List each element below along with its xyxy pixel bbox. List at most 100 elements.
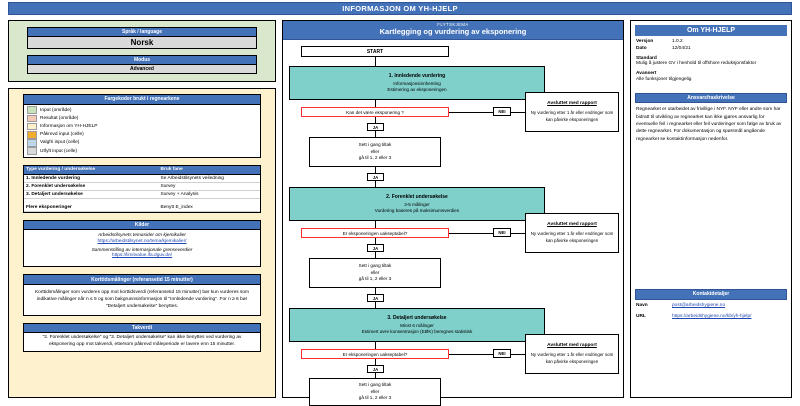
flow-start-node: START bbox=[301, 46, 449, 57]
mode-label: Modus bbox=[27, 55, 257, 65]
flow-stage-3: 3. Detaljert undersøkelse Minst 6 måling… bbox=[289, 308, 545, 342]
contact-name-label: Navn bbox=[636, 302, 648, 308]
legend-item: Resultat (område) bbox=[26, 114, 258, 123]
report-body: Ny vurdering etter 1 år eller endringer … bbox=[530, 109, 614, 122]
stage-line: Informasjonsinnhenting bbox=[393, 80, 441, 86]
ceiling-block: Takverdi "2. Forenklet undersøkelse" og … bbox=[23, 322, 261, 353]
source-text: Sammenstilling av internasjonale grensev… bbox=[91, 247, 193, 253]
cell-use: Benytt E_index bbox=[158, 203, 260, 212]
column-header-type: Type vurdering / undersøkelse bbox=[24, 166, 159, 175]
action-line: Sett i gang tiltak bbox=[358, 262, 392, 268]
cell-use: Survey bbox=[158, 182, 260, 191]
legend-list: Input (område) Resultat (område) Informa… bbox=[24, 105, 260, 158]
spacer bbox=[631, 85, 791, 93]
column-header-use: Bruk fane bbox=[158, 166, 260, 175]
language-field[interactable]: Språk / language Norsk bbox=[27, 27, 257, 49]
flow-action-3: Sett i gang tiltak eller gå til 1, 2 ell… bbox=[309, 378, 441, 406]
action-line: gå til 1, 2 eller 3 bbox=[358, 395, 392, 401]
flow-stage-2: 2. Forenklet undersøkelse 3-5 målinger V… bbox=[289, 187, 545, 221]
legend-swatch bbox=[27, 130, 37, 139]
report-body: Ny vurdering etter 1 år eller endringer … bbox=[530, 230, 614, 243]
connector-line bbox=[375, 221, 376, 228]
connector-line bbox=[375, 181, 376, 187]
connector-line bbox=[511, 112, 525, 113]
connector-line bbox=[511, 354, 525, 355]
flow-action-1: Sett i gang tiltak eller gå til 1, 2 ell… bbox=[309, 137, 441, 167]
stage-title: 2. Forenklet undersøkelse bbox=[386, 194, 448, 201]
assessment-type-table: Type vurdering / undersøkelse Bruk fane … bbox=[23, 165, 261, 213]
flowchart-panel: FLYTSKJEMA Kartlegging og vurdering av e… bbox=[282, 20, 624, 406]
connector-line bbox=[449, 354, 493, 355]
legend-item: Valgfri input (celle) bbox=[26, 139, 258, 147]
action-line: eller bbox=[370, 388, 380, 394]
contact-name-row: Navn post@arbeidshygiene.no bbox=[636, 303, 786, 308]
legend-swatch bbox=[27, 122, 37, 131]
page-title: INFORMASJON OM YH-HJELP bbox=[342, 4, 458, 13]
stage-title: 3. Detaljert undersøkelse bbox=[387, 315, 447, 322]
table-header-row: Type vurdering / undersøkelse Bruk fane bbox=[24, 166, 260, 175]
legend-item: Utfylt input (celle) bbox=[26, 147, 258, 155]
flow-decision-3: Er eksponeringen uakseptabel? bbox=[301, 349, 449, 359]
cell-use: Survey + Analysis bbox=[158, 190, 260, 200]
contact-body: Navn post@arbeidshygiene.no URL https://… bbox=[631, 300, 791, 324]
connector-line bbox=[375, 57, 376, 66]
about-body: Versjon 1.0.2 Dato 12/04/21 Standard Mul… bbox=[631, 36, 791, 85]
action-line: Sett i gang tiltak bbox=[358, 381, 392, 387]
flow-decision-2: Er eksponeringen uakseptabel? bbox=[301, 228, 449, 238]
sources-list: Arbeidstilsynets temasider om kjemikalie… bbox=[24, 230, 260, 266]
date-value: 12/04/21 bbox=[672, 45, 691, 51]
language-value[interactable]: Norsk bbox=[27, 37, 257, 49]
legend-block: Fargekoder brukt i regnearkene Input (om… bbox=[23, 94, 261, 159]
connector-line bbox=[511, 233, 525, 234]
disclaimer-title: Ansvarsfraskrivelse bbox=[635, 92, 787, 104]
date-row: Dato 12/04/21 bbox=[636, 46, 786, 51]
mode-field[interactable]: Modus Advanced bbox=[27, 55, 257, 74]
connector-line bbox=[449, 112, 493, 113]
table-row: 3. Detaljert undersøkelse Survey + Analy… bbox=[24, 190, 260, 200]
shortterm-block: Korttidsmålinger (referansetid 15 minutt… bbox=[23, 274, 261, 316]
flow-decision-1: Kan det være eksponering ? bbox=[301, 107, 449, 117]
action-line: gå til 1, 2 eller 3 bbox=[358, 276, 392, 282]
connector-line bbox=[375, 288, 376, 294]
table-footer-row: Flere eksponeringer Benytt E_index bbox=[24, 203, 260, 212]
about-title: Om YH-HJELP bbox=[635, 25, 787, 36]
stage-line: Estimering av eksponeringen bbox=[387, 86, 447, 92]
flow-yes-label-4: JA bbox=[367, 294, 384, 302]
stage-line: 3-5 målinger bbox=[404, 201, 430, 207]
disclaimer-body: Regnearket er utarbeidet av frivillige i… bbox=[636, 107, 782, 142]
shortterm-title: Korttidsmålinger (referansetid 15 minutt… bbox=[24, 275, 260, 286]
connector-line bbox=[375, 359, 376, 365]
contact-url-link[interactable]: https://arbeidshygiene.no/kb/yh-hjelp/ bbox=[672, 314, 752, 320]
cell-type: 2. Forenklet undersøkelse bbox=[24, 182, 159, 191]
source-text: Arbeidstilsynets temasider om kjemikalie… bbox=[98, 233, 186, 239]
legend-label: Resultat (område) bbox=[40, 115, 79, 121]
contact-email-link[interactable]: post@arbeidshygiene.no bbox=[672, 302, 726, 308]
standard-label: Standard bbox=[636, 55, 657, 61]
connector-line bbox=[375, 342, 376, 349]
page-header-bar: INFORMASJON OM YH-HJELP bbox=[8, 2, 792, 15]
cell-type: 1. Innledende vurdering bbox=[24, 174, 159, 183]
legend-label: Påkrevd input (celle) bbox=[40, 132, 84, 138]
mode-value[interactable]: Advanced bbox=[27, 65, 257, 74]
settings-panel: Språk / language Norsk Modus Advanced bbox=[8, 20, 276, 82]
legend-item: Informasjon om YH-HJELP bbox=[26, 122, 258, 131]
shortterm-body: Korttidsmålinger som vurderes opp mot ko… bbox=[34, 290, 250, 310]
flow-no-label-1: NEI bbox=[493, 107, 511, 116]
legend-label: Valgfri input (celle) bbox=[40, 140, 80, 146]
action-line: eller bbox=[370, 148, 380, 154]
legend-label: Utfylt input (celle) bbox=[40, 148, 78, 154]
version-value: 1.0.2 bbox=[672, 39, 683, 44]
advanced-label: Avansert bbox=[636, 71, 657, 76]
source-link[interactable]: https://arbeidstilsynet.no/tema/kjemikal… bbox=[97, 238, 187, 244]
version-row: Versjon 1.0.2 bbox=[636, 39, 786, 44]
cell-type: 3. Detaljert undersøkelse bbox=[24, 190, 159, 200]
contact-url-label: URL bbox=[636, 314, 646, 320]
legend-item: Påkrevd input (celle) bbox=[26, 130, 258, 139]
connector-line bbox=[375, 302, 376, 308]
connector-line bbox=[375, 373, 376, 378]
legend-swatch bbox=[27, 106, 37, 114]
left-column: Språk / language Norsk Modus Advanced Fa… bbox=[8, 20, 276, 398]
report-title: Avsluttet med rapport bbox=[547, 342, 597, 348]
report-title: Avsluttet med rapport bbox=[547, 221, 597, 227]
source-link[interactable]: https://limitvalue.ifa.dguv.de/ bbox=[111, 253, 173, 259]
